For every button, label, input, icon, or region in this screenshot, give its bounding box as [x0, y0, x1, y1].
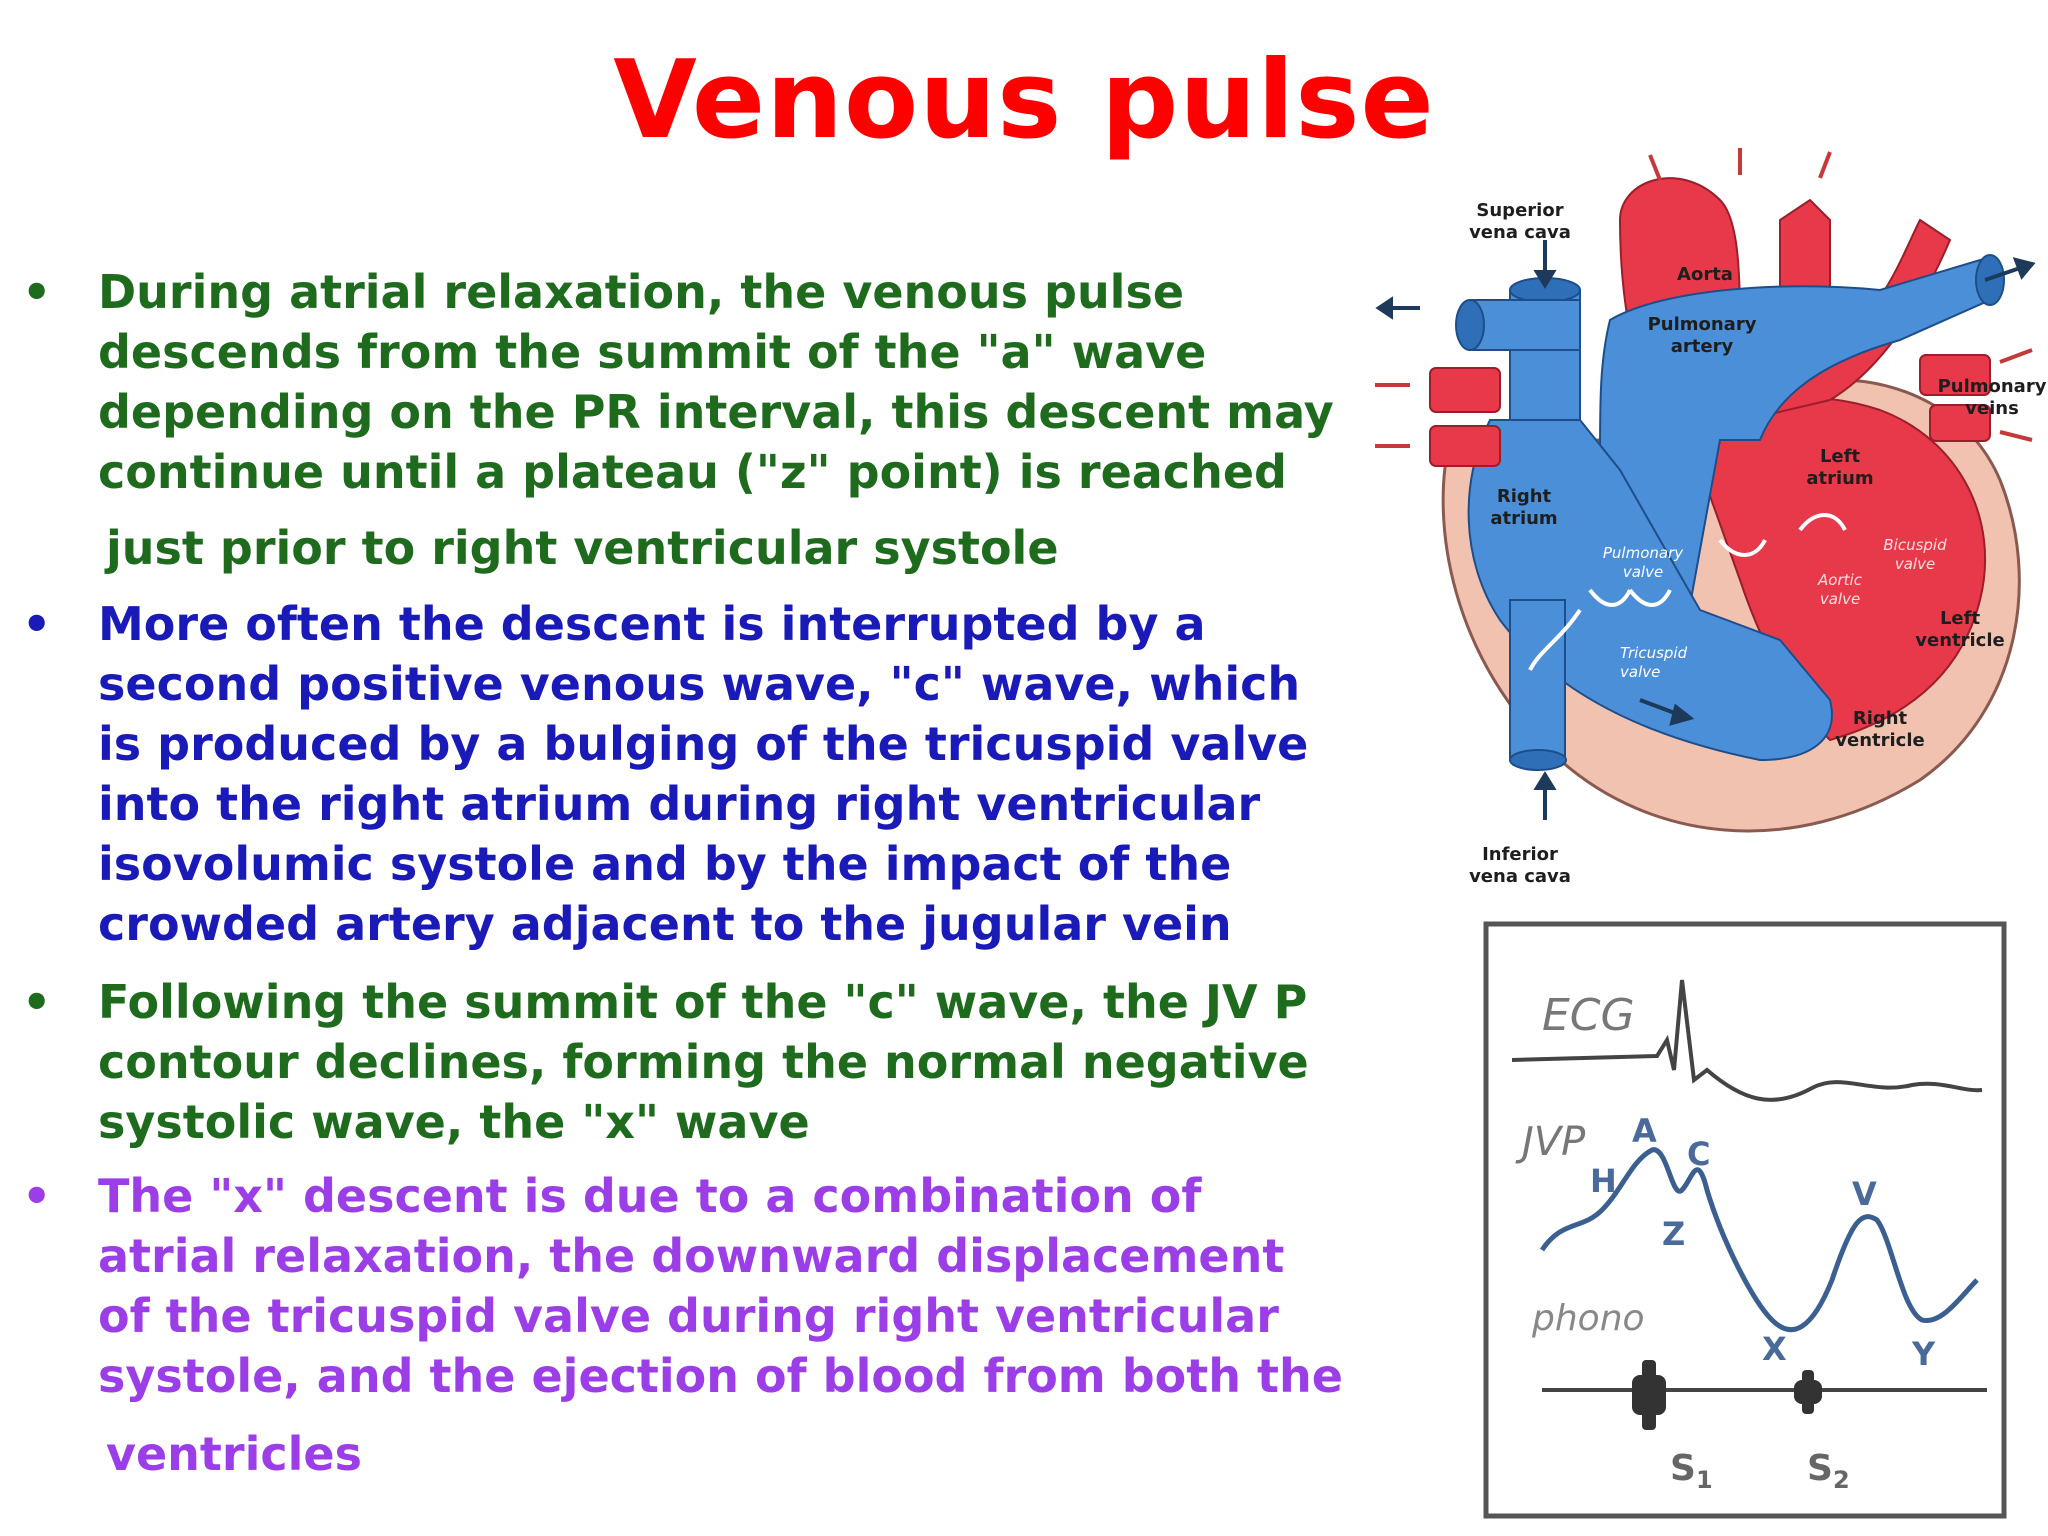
heart-sound-s2 [1794, 1370, 1822, 1414]
bullet-1-line: continue until a plateau ("z" point) is … [98, 445, 1287, 499]
bullet-2-line: crowded artery adjacent to the jugular v… [98, 897, 1232, 951]
label-svc-line1: Superior [1476, 200, 1563, 221]
label-bicuspid-line2: valve [1895, 555, 1935, 573]
label-tricuspid-line1: Tricuspid [1620, 644, 1688, 662]
label-tricuspid-line2: valve [1620, 663, 1660, 681]
label-pa-line2: artery [1671, 336, 1734, 357]
label-s2: S2 [1807, 1448, 1850, 1494]
label-bicuspid-line1: Bicuspid [1883, 536, 1947, 554]
label-aortic-valve-line2: valve [1820, 590, 1860, 608]
label-a: A [1632, 1112, 1657, 1150]
bullet-2-text: More often the descent is interrupted by… [98, 594, 1358, 954]
pulmonary-veins-left [1429, 367, 1501, 467]
bullet-2-line: is produced by a bulging of the tricuspi… [98, 717, 1309, 771]
label-la-line2: atrium [1806, 468, 1873, 489]
label-s1: S1 [1670, 1448, 1713, 1494]
label-ivc-line2: vena cava [1469, 866, 1571, 887]
label-pulm-valve-line1: Pulmonary [1603, 544, 1684, 562]
label-ra-line1: Right [1497, 486, 1552, 507]
jvp-waveform-diagram: ECG JVP H A C Z V X Y phono S1 S2 [1483, 921, 2007, 1519]
outflow-arrows-red [1375, 148, 2033, 448]
bullet-2-line: isovolumic systole and by the impact of … [98, 837, 1232, 891]
bullet-dot: • [22, 975, 52, 1029]
bullet-list: • During atrial relaxation, the venous p… [22, 262, 1358, 1481]
heart-sound-s1 [1632, 1360, 1666, 1430]
label-ivc-line1: Inferior [1482, 844, 1558, 865]
waveform-frame [1483, 921, 2007, 1519]
bullet-4-continuation: ventricles [106, 1427, 362, 1481]
bullet-3-line: Following the summit of the "c" wave, th… [98, 975, 1308, 1029]
bullet-4-line: of the tricuspid valve during right vent… [98, 1289, 1279, 1343]
jvp-trace [1539, 1147, 1979, 1332]
pulmonary-branch-left [1469, 299, 1581, 351]
label-ecg: ECG [1542, 990, 1635, 1041]
pulmonary-artery [1598, 258, 1992, 682]
label-v: V [1852, 1175, 1877, 1213]
label-pulm-valve-line2: valve [1623, 563, 1663, 581]
bullet-1-line: descends from the summit of the "a" wave [98, 325, 1207, 379]
label-z: Z [1662, 1215, 1685, 1253]
bullet-2-line: into the right atrium during right ventr… [98, 777, 1261, 831]
label-lv-line2: ventricle [1915, 630, 2004, 651]
label-la-line1: Left [1820, 446, 1861, 467]
label-aorta: Aorta [1677, 264, 1733, 285]
flow-arrows [1375, 240, 2036, 820]
label-x: X [1762, 1330, 1787, 1368]
bullet-1-continuation: just prior to right ventricular systole [106, 521, 1059, 575]
label-ra-line2: atrium [1490, 508, 1557, 529]
bullet-1-text: During atrial relaxation, the venous pul… [98, 262, 1358, 502]
label-c: C [1687, 1135, 1710, 1173]
bullet-4-line: The "x" descent is due to a combination … [98, 1169, 1202, 1223]
label-pa-line1: Pulmonary [1648, 314, 1757, 335]
label-pv-line1: Pulmonary [1938, 376, 2047, 397]
page-title: Venous pulse [613, 38, 1435, 163]
label-lv-line1: Left [1940, 608, 1981, 629]
bullet-dot: • [22, 265, 52, 319]
bullet-3-text: Following the summit of the "c" wave, th… [98, 972, 1358, 1152]
pulmonary-veins-right [1919, 354, 1991, 442]
bullet-4-line: atrial relaxation, the downward displace… [98, 1229, 1285, 1283]
bullet-dot: • [22, 597, 52, 651]
bullet-4-line: systole, and the ejection of blood from … [98, 1349, 1343, 1403]
label-rv-line2: ventricle [1835, 730, 1924, 751]
bullet-4-text: The "x" descent is due to a combination … [98, 1166, 1358, 1406]
label-aortic-valve-line1: Aortic [1817, 571, 1863, 589]
label-phono: phono [1531, 1298, 1645, 1339]
bullet-1-line: During atrial relaxation, the venous pul… [98, 265, 1185, 319]
ecg-trace [1511, 979, 1983, 1102]
valves [1528, 513, 1847, 671]
label-jvp: JVP [1515, 1119, 1586, 1165]
pulmonary-branch-opening [1455, 299, 1485, 351]
label-y: Y [1911, 1335, 1936, 1373]
label-h: H [1590, 1162, 1617, 1200]
bullet-2-line: More often the descent is interrupted by… [98, 597, 1206, 651]
bullet-2-line: second positive venous wave, "c" wave, w… [98, 657, 1301, 711]
bullet-3-line: systolic wave, the "x" wave [98, 1095, 810, 1149]
heart-diagram: Superior vena cava Aorta Pulmonary arter… [1375, 148, 2047, 887]
ivc-opening [1509, 749, 1567, 771]
inferior-vena-cava [1509, 599, 1566, 761]
bullet-1-line: depending on the PR interval, this desce… [98, 385, 1334, 439]
label-svc-line2: vena cava [1469, 222, 1571, 243]
bullet-3-line: contour declines, forming the normal neg… [98, 1035, 1309, 1089]
label-rv-line1: Right [1853, 708, 1908, 729]
bullet-dot: • [22, 1169, 52, 1223]
label-pv-line2: veins [1965, 398, 2019, 419]
